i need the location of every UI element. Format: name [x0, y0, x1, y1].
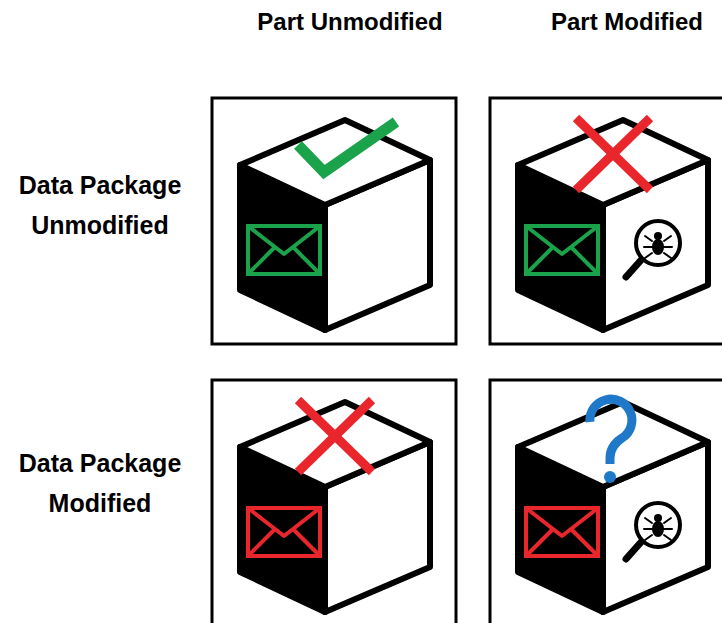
cross-mark: [298, 400, 372, 472]
question-mark: [590, 399, 632, 464]
envelope-icon: [526, 226, 598, 274]
panel-fail: [240, 400, 430, 612]
envelope-icon: [248, 508, 320, 556]
cross-mark: [576, 118, 650, 190]
cube-icon: [240, 120, 430, 330]
bug-magnifier-icon: [626, 221, 680, 277]
panel-unknown: [518, 399, 708, 612]
panel-frame: [490, 380, 722, 623]
panel-ok: [240, 120, 430, 330]
panel-frame: [212, 380, 456, 623]
panel-fail: [518, 118, 708, 330]
bug-magnifier-icon: [626, 503, 680, 559]
envelope-icon: [248, 226, 320, 274]
question-dot: [604, 471, 616, 483]
envelope-icon: [526, 508, 598, 556]
column-header: Part Modified: [551, 7, 703, 37]
column-header: Part Unmodified: [257, 7, 442, 37]
panel-frame: [490, 98, 722, 344]
row-header: Data Package Modified: [0, 443, 200, 523]
cube-icon: [518, 402, 708, 612]
panel-frame: [212, 98, 456, 344]
row-header: Data Package Unmodified: [0, 165, 200, 245]
check-mark: [298, 122, 396, 172]
